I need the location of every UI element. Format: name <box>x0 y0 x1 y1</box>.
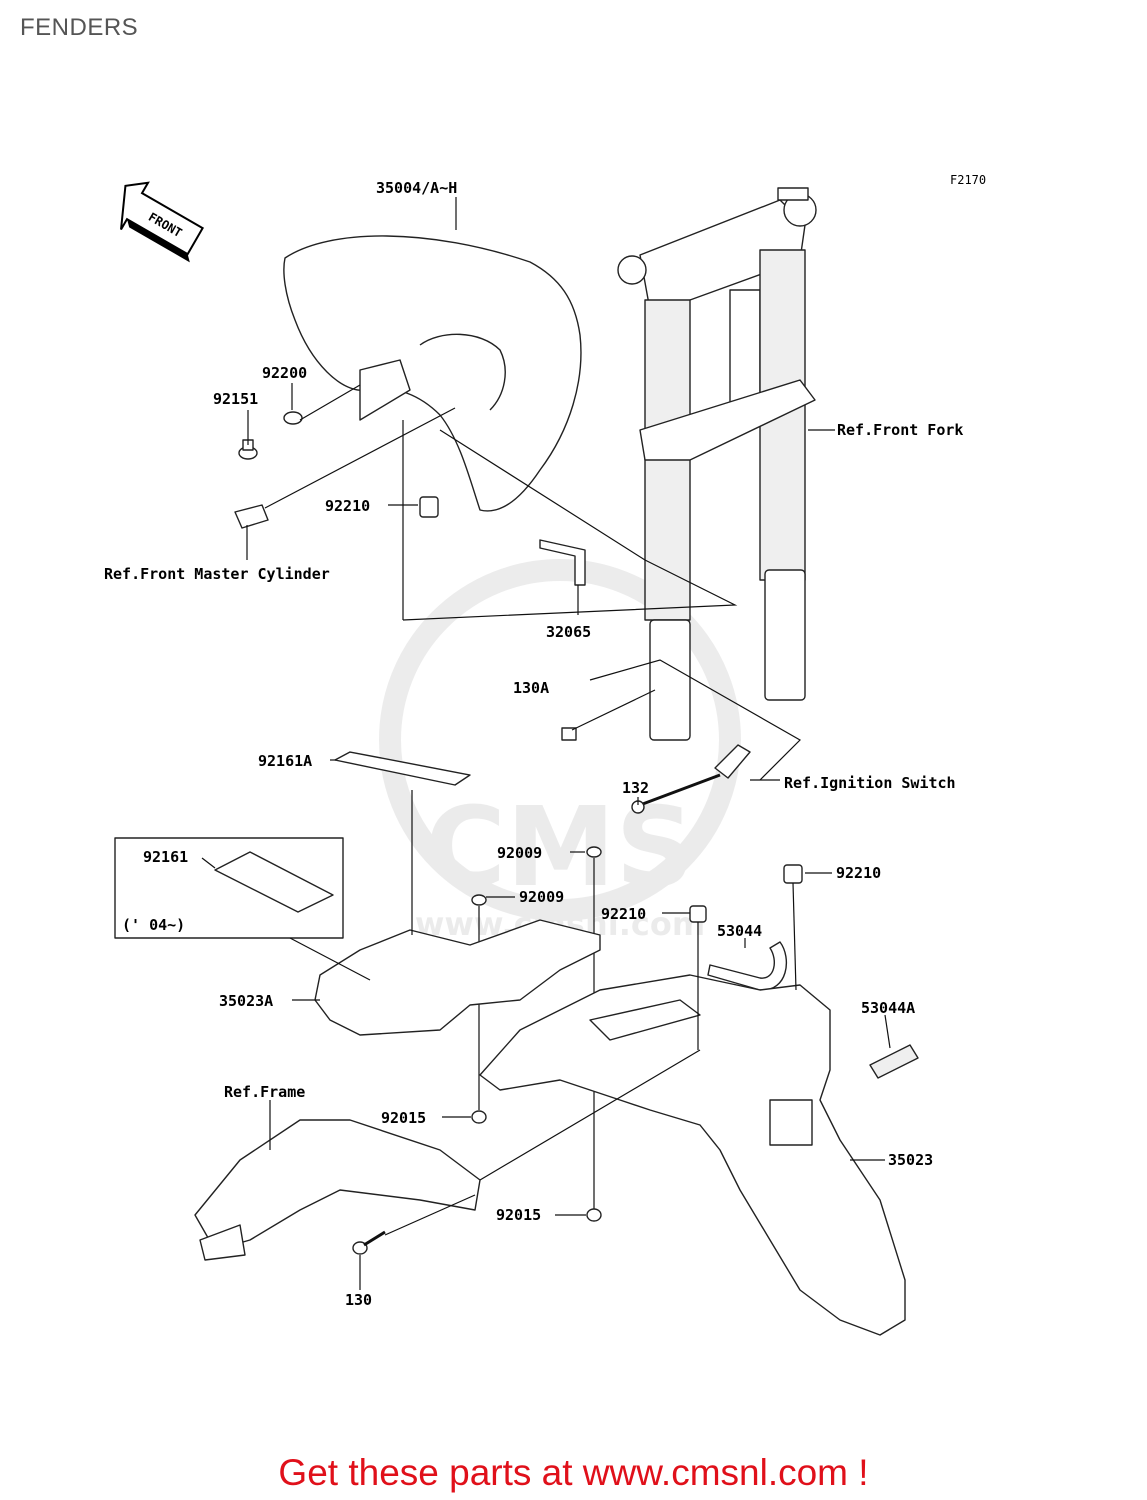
callout-hose-53044a: 53044A <box>861 999 915 1017</box>
callout-screw-92009-a: 92009 <box>497 844 542 862</box>
clamp-upper <box>419 496 439 518</box>
leader-lines <box>201 197 891 1290</box>
screw-92009-b <box>471 894 487 1110</box>
callout-screw-92151: 92151 <box>213 390 258 408</box>
callout-frame: Ref.Frame <box>224 1083 305 1101</box>
rear-fender-35023 <box>479 974 906 1336</box>
frame <box>194 1119 481 1261</box>
callout-pad-92161: 92161 <box>143 848 188 866</box>
front-fender <box>283 235 582 512</box>
clamp-92210-right <box>783 864 803 884</box>
callout-screw-92009-b: 92009 <box>519 888 564 906</box>
callout-pad-92161a: 92161A <box>258 752 312 770</box>
inner-fender-35023a <box>314 919 601 1036</box>
callout-washer: 92200 <box>262 364 307 382</box>
watermark: CMS www.cmsnl.com <box>379 559 741 943</box>
master-cylinder-clamp <box>234 504 269 529</box>
clamp-92210-mid <box>689 905 707 923</box>
figure-code: F2170 <box>950 173 986 187</box>
pad-group-04 <box>114 837 344 939</box>
callout-year-note: (' 04~) <box>122 916 185 934</box>
callout-bracket-32065: 32065 <box>546 623 591 641</box>
callout-front-fork: Ref.Front Fork <box>837 421 963 439</box>
callout-clamp-upper: 92210 <box>325 497 370 515</box>
nut-92015-b <box>586 1208 602 1222</box>
callout-bolt-132: 132 <box>622 779 649 797</box>
pad-92161a <box>334 751 471 786</box>
callout-rear-fender: 35023 <box>888 1151 933 1169</box>
bolt-130 <box>352 1230 386 1255</box>
nut-92015-a <box>471 1110 487 1124</box>
front-fork <box>617 187 817 741</box>
bolt-132 <box>631 744 751 814</box>
callout-clamp-92210-mid: 92210 <box>601 905 646 923</box>
callout-bolt-130: 130 <box>345 1291 372 1309</box>
callout-bolt-130a: 130A <box>513 679 549 697</box>
callout-inner-fender: 35023A <box>219 992 273 1010</box>
callout-front-fender: 35004/A~H <box>376 179 457 197</box>
washer-92200 <box>283 411 303 425</box>
hose-53044a <box>869 1044 919 1079</box>
callout-ignition-switch: Ref.Ignition Switch <box>784 774 956 792</box>
callout-nut-92015-b: 92015 <box>496 1206 541 1224</box>
page-title: FENDERS <box>20 14 139 41</box>
bracket-32065 <box>539 539 586 586</box>
cta-link[interactable]: Get these parts at www.cmsnl.com ! <box>278 1452 869 1493</box>
front-arrow-icon: FRONT <box>120 181 205 263</box>
svg-text:CMS: CMS <box>425 783 694 911</box>
callout-clamp-92210-right: 92210 <box>836 864 881 882</box>
bolt-130a <box>561 727 577 741</box>
callout-hose-53044: 53044 <box>717 922 762 940</box>
callout-front-master-cylinder: Ref.Front Master Cylinder <box>104 565 330 583</box>
callout-nut-92015-a: 92015 <box>381 1109 426 1127</box>
